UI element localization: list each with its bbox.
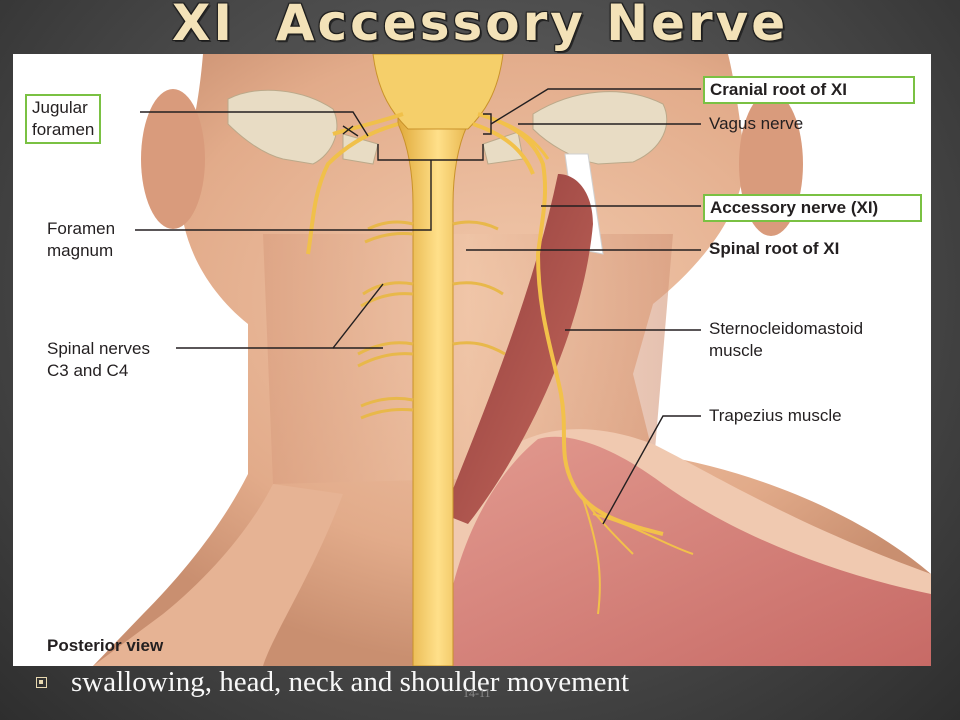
page-number: 14-11 [463, 686, 491, 700]
anatomy-figure: Jugular foramen Foramen magnum Spinal ne… [13, 54, 931, 666]
left-ear [141, 89, 205, 229]
slide-title: XI Accessory Nerve [171, 0, 789, 52]
spinal-nerves-label: Spinal nerves C3 and C4 [47, 339, 151, 380]
foramen-magnum-label: Foramen magnum [47, 219, 116, 260]
accessory-nerve-label: Accessory nerve (XI) [703, 194, 922, 222]
spinal-cord [397, 54, 479, 666]
jugular-foramen-label: Jugular foramen [25, 94, 102, 144]
left-temporal-bone [227, 89, 338, 165]
vagus-nerve-label: Vagus nerve [709, 114, 804, 133]
vagus-nerve [492, 117, 550, 160]
spinal-root-label: Spinal root of XI [709, 239, 840, 258]
leader-lines [135, 88, 701, 525]
bullet-text: swallowing, head, neck and shoulder move… [71, 665, 630, 698]
square-bullet-icon [36, 676, 47, 688]
right-temporal-bone [532, 91, 668, 165]
trapezius-label: Trapezius muscle [709, 406, 842, 425]
bullet-item: swallowing, head, neck and shoulder move… [36, 664, 629, 700]
view-label: Posterior view [47, 636, 164, 655]
spinal-nerve-rootlets [357, 220, 506, 420]
sternocleidomastoid-muscle [443, 174, 593, 524]
sternocleidomastoid-label: Sternocleidomastoid muscle [709, 319, 864, 360]
cranial-root-label: Cranial root of XI [703, 76, 915, 104]
